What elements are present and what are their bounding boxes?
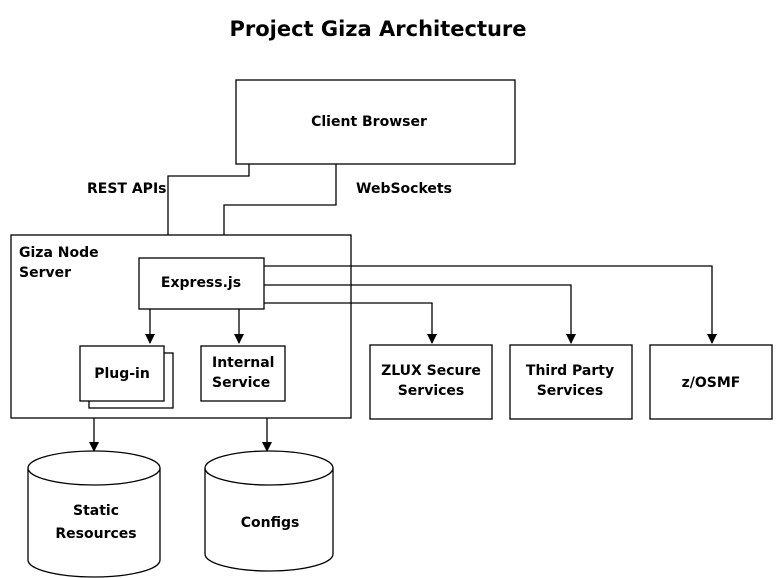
zlux-secure-services-box — [369, 344, 493, 420]
zlux-label-line2: Services — [398, 383, 465, 399]
internal-service-box — [200, 345, 286, 402]
zosmf-box — [649, 344, 773, 420]
diagram-title: Project Giza Architecture — [229, 17, 526, 41]
websockets-label: WebSockets — [356, 181, 452, 197]
giza-server-label-line2: Server — [19, 265, 71, 281]
rest-apis-label: REST APIs — [87, 181, 167, 197]
third-party-label-line2: Services — [537, 383, 604, 399]
client-browser-label: Client Browser — [311, 114, 427, 130]
internal-service-label-line1: Internal — [212, 355, 274, 371]
zlux-label-line1: ZLUX Secure — [381, 363, 481, 379]
third-party-services-box — [509, 344, 633, 420]
client-browser-box — [235, 79, 516, 165]
express-to-third-party-arrow — [264, 284, 576, 344]
plugin-label: Plug-in — [94, 366, 150, 382]
third-party-label-line1: Third Party — [526, 363, 614, 379]
configs-label: Configs — [241, 515, 300, 531]
websockets-arrow — [219, 164, 337, 258]
express-to-zosmf-arrow — [264, 265, 717, 344]
plugin-box — [79, 345, 165, 402]
static-resources-label-line1: Static — [73, 503, 119, 519]
express-to-zlux-arrow — [264, 302, 437, 344]
static-resources-label-line2: Resources — [55, 526, 136, 542]
express-box — [138, 257, 265, 310]
internal-service-label-line2: Service — [212, 375, 270, 391]
giza-server-label-line1: Giza Node — [19, 245, 99, 261]
express-label: Express.js — [161, 275, 241, 291]
zosmf-label: z/OSMF — [682, 375, 741, 391]
configs-database — [204, 450, 334, 572]
rest-apis-arrow — [163, 164, 250, 258]
static-resources-database — [27, 450, 161, 578]
